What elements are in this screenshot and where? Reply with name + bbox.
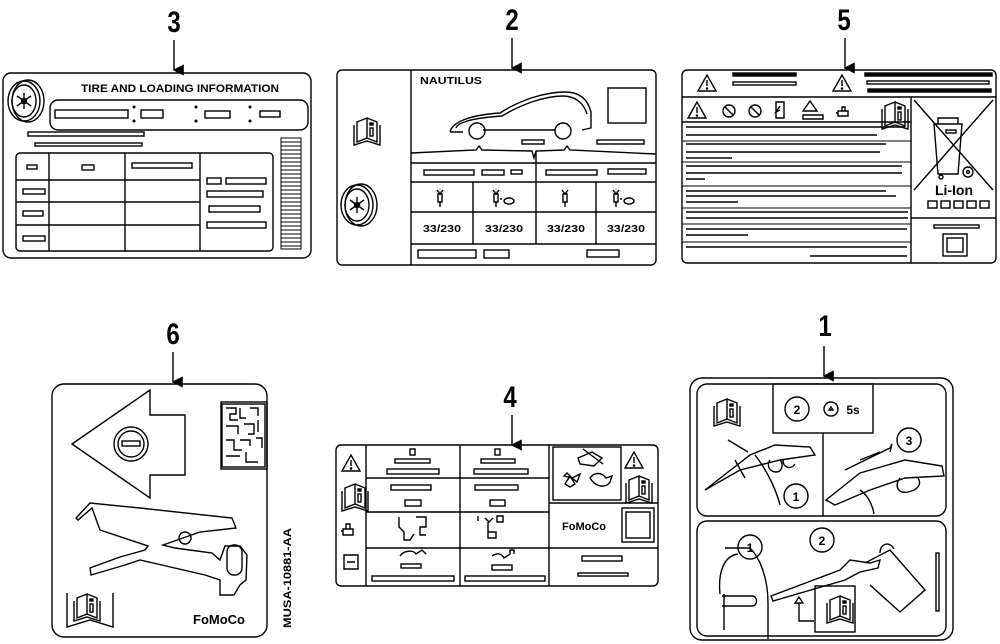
tire-pressure-label: NAUTILUS 33/230 33/230 (336, 69, 657, 266)
hose-icon (398, 516, 427, 541)
manual-icon (341, 483, 369, 512)
manual-icon (353, 117, 381, 146)
fuel-nozzle-remove-icon (824, 443, 945, 515)
callout-arrows (171, 38, 855, 451)
engine-warning-label: FoMoCo (335, 444, 659, 587)
step-3-circle (896, 427, 922, 453)
tire-icon (7, 79, 45, 123)
tire-loading-label: TIRE AND LOADING INFORMATION (2, 72, 312, 259)
warning-icon (832, 74, 852, 92)
clock-icon (823, 401, 839, 417)
fuel-funnel-icon (718, 543, 926, 639)
pressure-value-1: 33/230 (423, 224, 462, 235)
occupant-icons (436, 189, 635, 207)
no-trash-recycle-icon (913, 99, 994, 191)
warning-icon (341, 454, 361, 472)
manual-icon (73, 593, 101, 622)
jump-start-part-number: MUSA-10881-AA (282, 528, 294, 628)
model-name: NAUTILUS (420, 76, 482, 87)
callout-number-3: 3 (167, 6, 181, 39)
oil-can-icon (341, 523, 354, 536)
left-arrow-icon (70, 388, 186, 500)
callout-number-6: 6 (166, 318, 180, 351)
step-1-circle (783, 483, 809, 509)
side-icons (341, 454, 369, 570)
step-3-number: 3 (906, 434, 913, 448)
callout-number-5: 5 (837, 4, 851, 37)
pressure-value-3: 33/230 (547, 224, 586, 235)
data-matrix-code (220, 401, 268, 470)
negative-terminal-icon (113, 426, 149, 462)
battery-warning-label: Li-Ion (681, 69, 997, 264)
battery-hazard-icons (687, 99, 909, 130)
battery-warning-text-lines (682, 126, 911, 257)
lower-step-2-number: 2 (819, 534, 826, 548)
engine-label-brand: FoMoCo (562, 521, 606, 533)
lower-step-1-circle (737, 534, 763, 560)
step-2-circle (784, 396, 810, 422)
pressure-value-2: 33/230 (485, 224, 524, 235)
tire-loading-title: TIRE AND LOADING INFORMATION (81, 83, 279, 95)
manual-icon (713, 398, 741, 427)
warning-icon (697, 74, 717, 92)
wait-time-text: 5s (846, 403, 860, 417)
jumper-cable-clamp-icon (75, 502, 248, 596)
callout-number-4: 4 (503, 381, 517, 414)
lower-step-1-number: 1 (747, 541, 754, 555)
manual-icon (625, 475, 653, 504)
barcode (280, 137, 302, 250)
fuel-nozzle-insert-icon (704, 439, 817, 506)
battery-chemistry: Li-Ion (935, 182, 973, 198)
warning-icon (624, 451, 644, 469)
car-silhouette-icon (449, 91, 592, 140)
step-1-number: 1 (793, 490, 800, 504)
manual-icon (826, 595, 854, 624)
tire-icon (340, 183, 378, 227)
fan-belt-hazard-icon (562, 448, 614, 488)
lower-step-2-circle (809, 527, 835, 553)
callout-number-1: 1 (818, 310, 832, 343)
fuel-filler-label: 2 5s 1 3 1 2 (689, 377, 954, 641)
callout-number-2: 2 (505, 4, 519, 37)
jump-start-label: FoMoCo MUSA-10881-AA (51, 383, 294, 638)
step-2-number: 2 (794, 403, 801, 417)
connector-icon (477, 515, 504, 539)
pressure-value-4: 33/230 (607, 224, 646, 235)
jump-start-brand: FoMoCo (193, 612, 245, 627)
engine-icon (343, 554, 359, 570)
